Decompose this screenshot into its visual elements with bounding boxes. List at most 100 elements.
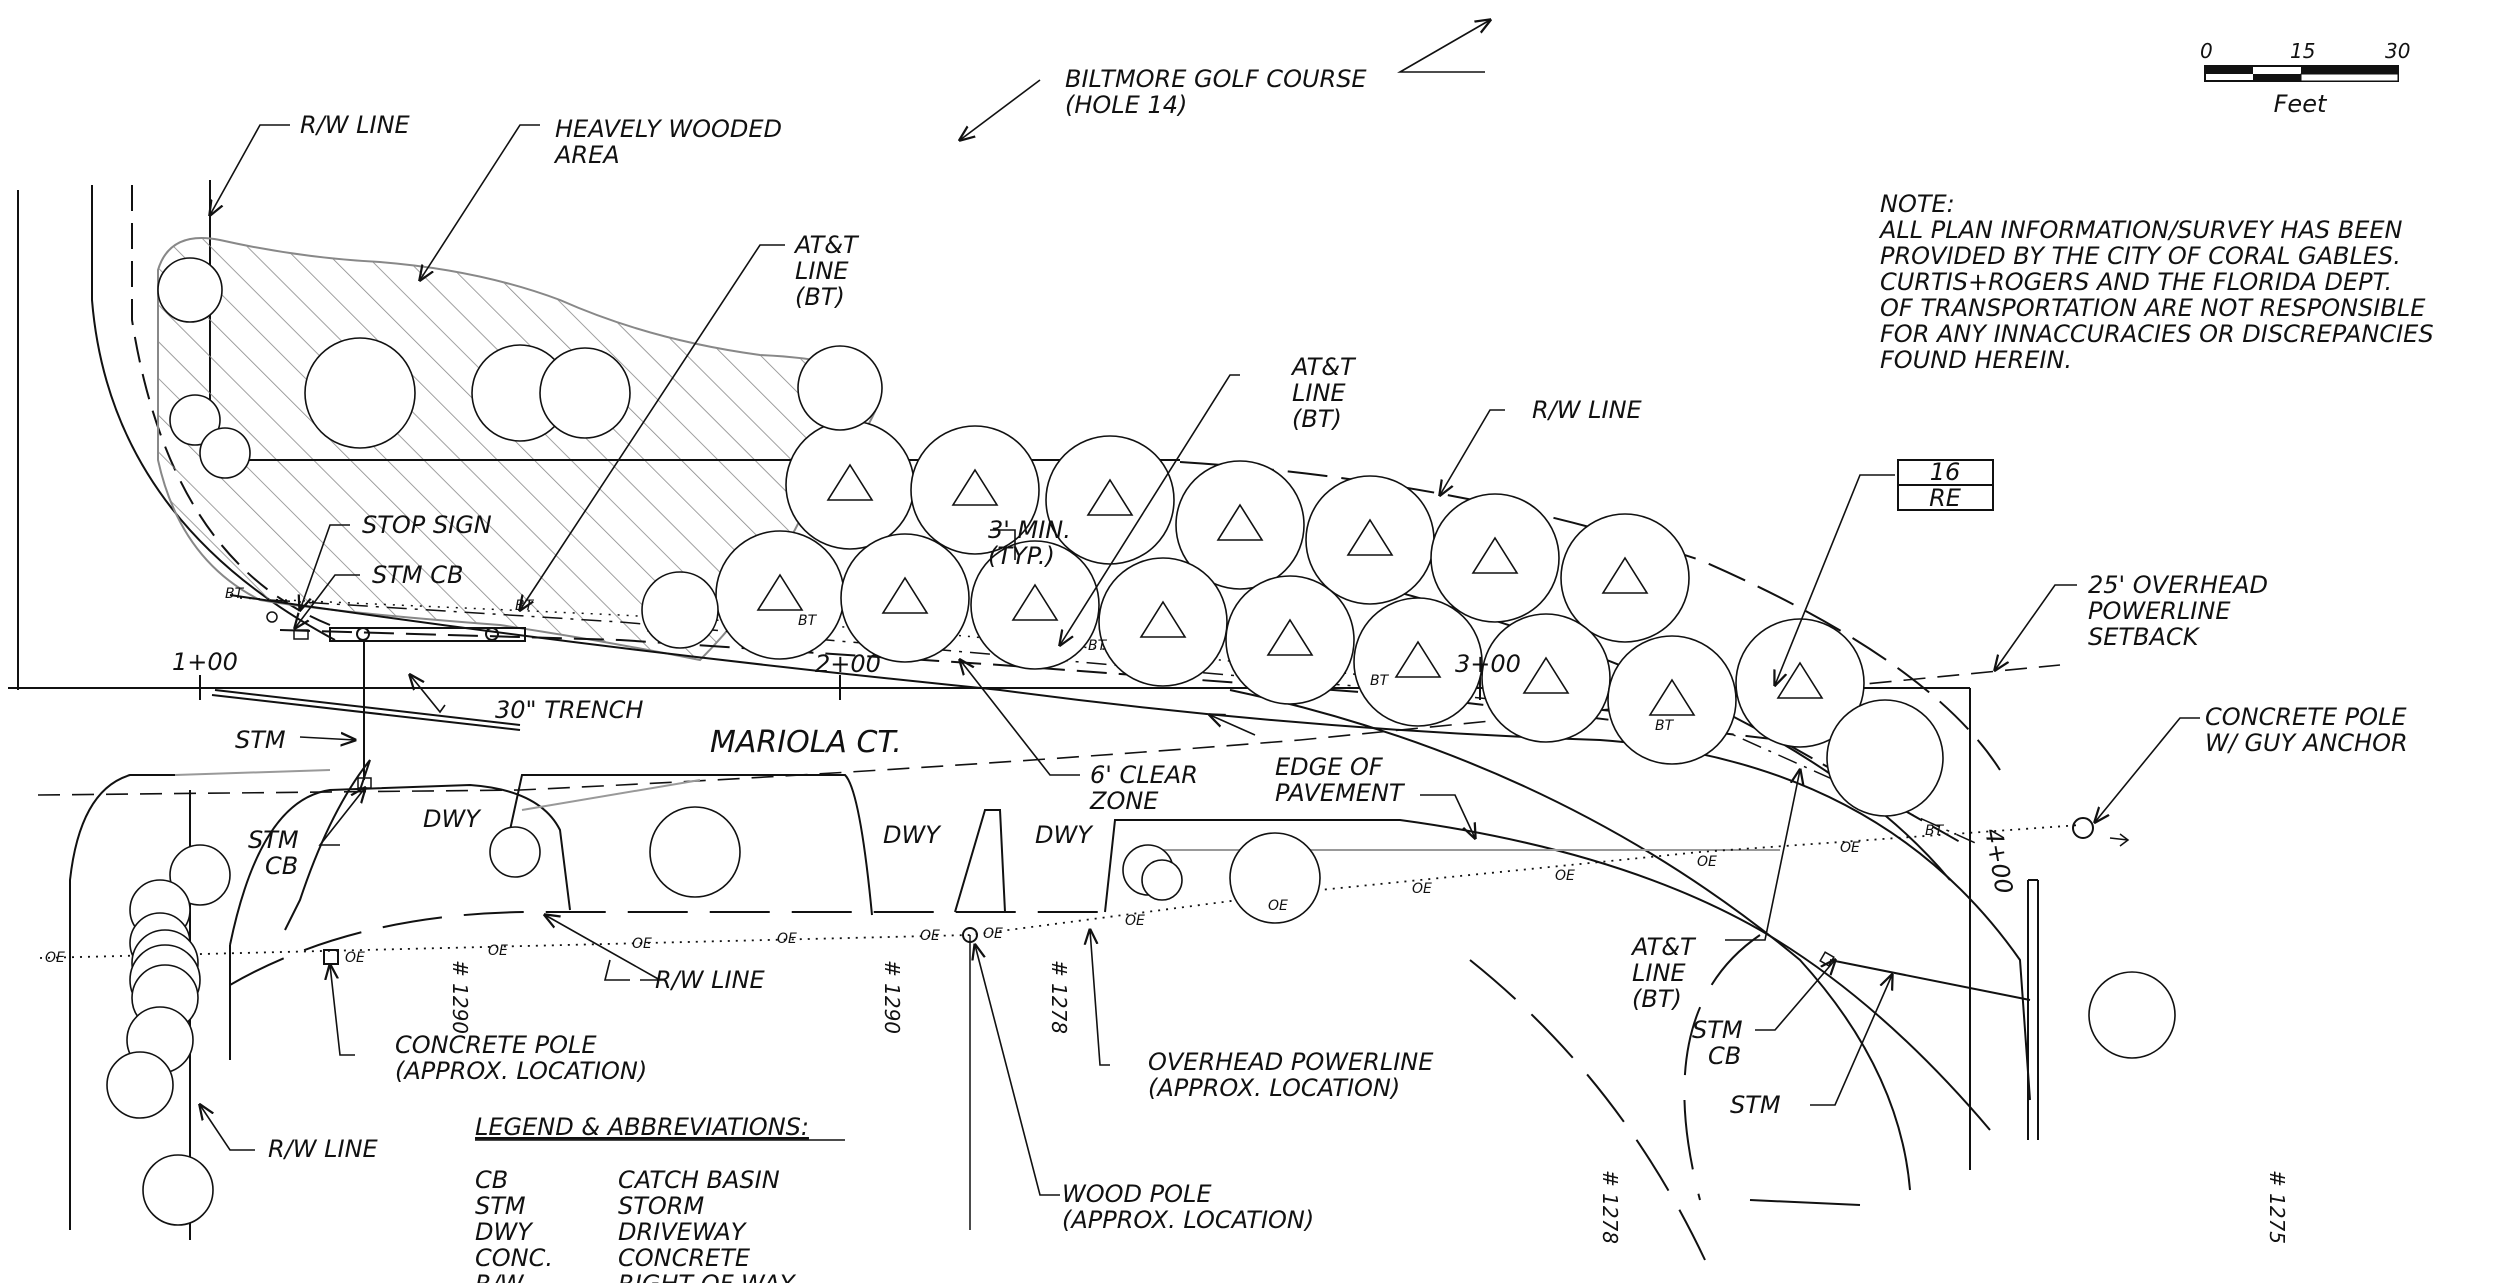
att-line-label-1b: LINE	[795, 257, 849, 285]
house-number-1: # 1290	[448, 960, 472, 1034]
dwy-label-1: DWY	[423, 805, 482, 833]
att-line-label-1a: AT&T	[793, 231, 860, 259]
legend-meaning-3: DRIVEWAY	[618, 1218, 748, 1246]
edge-of-pavement-label-2: PAVEMENT	[1275, 779, 1406, 807]
att-line-label-1c: (BT)	[795, 283, 845, 311]
svg-text:BT: BT	[1925, 823, 1945, 839]
note-line-2: PROVIDED BY THE CITY OF CORAL GABLES.	[1880, 242, 2401, 270]
note-title: NOTE:	[1880, 190, 1955, 218]
svg-text:OE: OE	[1268, 898, 1288, 914]
scale-tick-30: 30	[2385, 39, 2410, 63]
overhead-powerline-label-2: (APPROX. LOCATION)	[1148, 1074, 1400, 1102]
scale-tick-15: 15	[2290, 39, 2315, 63]
rw-line-label-left: R/W LINE	[268, 1135, 379, 1163]
overhead-powerline-label-1: OVERHEAD POWERLINE	[1148, 1048, 1434, 1076]
svg-text:BT: BT	[225, 586, 245, 602]
tag-bottom: RE	[1929, 484, 1962, 512]
scale-unit: Feet	[2274, 90, 2328, 118]
stm-cb-label-left-2: CB	[265, 852, 298, 880]
legend-abbr-1: CB	[475, 1166, 508, 1194]
att-line-label-3b: LINE	[1632, 959, 1686, 987]
stm-cb-label-right-1: STM	[1692, 1016, 1743, 1044]
legend-meaning-2: STORM	[618, 1192, 704, 1220]
concrete-pole-guy-symbol	[2072, 817, 2094, 839]
setback-label-2: POWERLINE	[2088, 597, 2231, 625]
svg-text:OE: OE	[777, 931, 797, 947]
note-line-5: FOR ANY INNACCURACIES OR DISCREPANCIES	[1880, 320, 2434, 348]
scale-tick-0: 0	[2200, 39, 2213, 63]
att-line-label-3c: (BT)	[1632, 985, 1682, 1013]
wood-pole-label-1: WOOD POLE	[1062, 1180, 1212, 1208]
legend-abbr-4: CONC.	[475, 1244, 553, 1272]
att-line-label-2a: AT&T	[1290, 353, 1357, 381]
street-name: MARIOLA CT.	[710, 725, 902, 760]
min-clear-label-1: 3' MIN.	[988, 516, 1071, 544]
note-line-6: FOUND HEREIN.	[1880, 346, 2072, 374]
svg-text:BT: BT	[515, 598, 535, 614]
rw-line-label-top: R/W LINE	[300, 111, 411, 139]
min-clear-label-2: (TYP.)	[988, 542, 1055, 570]
wood-pole-label-2: (APPROX. LOCATION)	[1062, 1206, 1314, 1234]
svg-text:BT: BT	[798, 613, 818, 629]
stm-cb-label-right-2: CB	[1708, 1042, 1741, 1070]
stm-label-left: STM	[235, 726, 286, 754]
note-block: NOTE: ALL PLAN INFORMATION/SURVEY HAS BE…	[1878, 190, 2434, 374]
svg-text:OE: OE	[1125, 913, 1145, 929]
svg-text:BT: BT	[1088, 638, 1108, 654]
svg-text:BT: BT	[1655, 718, 1675, 734]
leader-lines	[200, 20, 2200, 1196]
house-number-4: # 1278	[1598, 1170, 1622, 1244]
house-number-2: # 1290	[880, 960, 904, 1034]
tag-top: 16	[1930, 458, 1961, 486]
legend: LEGEND & ABBREVIATIONS: CB CATCH BASIN S…	[475, 1113, 845, 1283]
legend-abbr-2: STM	[475, 1192, 526, 1220]
svg-text:OE: OE	[1412, 881, 1432, 897]
concrete-pole-approx-label-2: (APPROX. LOCATION)	[395, 1057, 647, 1085]
rw-line-label-right: R/W LINE	[1532, 396, 1643, 424]
legend-meaning-5: RIGHT OF WAY	[618, 1270, 797, 1283]
svg-text:OE: OE	[920, 928, 940, 944]
att-line-label-3a: AT&T	[1630, 933, 1697, 961]
svg-text:OE: OE	[45, 950, 65, 966]
golf-course-label-2: (HOLE 14)	[1065, 91, 1187, 119]
scale-bar: 0 15 30 Feet	[2200, 39, 2410, 118]
station-4: 4+00	[1979, 826, 2018, 896]
setback-label-1: 25' OVERHEAD	[2088, 571, 2268, 599]
svg-text:OE: OE	[488, 943, 508, 959]
stop-sign-label: STOP SIGN	[362, 511, 492, 539]
dwy-label-2: DWY	[883, 821, 942, 849]
linework	[8, 180, 2176, 1261]
concrete-pole-guy-label-2: W/ GUY ANCHOR	[2205, 729, 2408, 757]
legend-meaning-4: CONCRETE	[618, 1244, 751, 1272]
clear-zone-label-2: ZONE	[1089, 787, 1159, 815]
svg-text:OE: OE	[632, 936, 652, 952]
svg-text:BT: BT	[1370, 673, 1390, 689]
station-3: 3+00	[1455, 650, 1521, 678]
rw-line-label-road: R/W LINE	[655, 966, 766, 994]
legend-title: LEGEND & ABBREVIATIONS:	[475, 1113, 809, 1141]
svg-text:OE: OE	[1840, 840, 1860, 856]
concrete-pole-guy-label-1: CONCRETE POLE	[2205, 703, 2407, 731]
wooded-area-label-2: AREA	[553, 141, 620, 169]
clear-zone-label-1: 6' CLEAR	[1090, 761, 1198, 789]
oe-markers: OE OE OE OE OE OE OE OE OE OE OE OE OE	[45, 840, 1860, 966]
dwy-label-3: DWY	[1035, 821, 1094, 849]
stm-cb-label-top: STM CB	[372, 561, 463, 589]
setback-label-3: SETBACK	[2088, 623, 2201, 651]
house-number-5: # 1275	[2265, 1170, 2289, 1244]
att-line-label-2b: LINE	[1292, 379, 1346, 407]
edge-of-pavement-label-1: EDGE OF	[1275, 753, 1384, 781]
golf-course-label-1: BILTMORE GOLF COURSE	[1065, 65, 1367, 93]
svg-text:OE: OE	[1555, 868, 1575, 884]
loose-trees	[106, 257, 2176, 1226]
legend-abbr-3: DWY	[475, 1218, 534, 1246]
legend-abbr-5: R/W	[475, 1270, 525, 1283]
wooded-area-label-1: HEAVELY WOODED	[555, 115, 782, 143]
note-line-4: OF TRANSPORTATION ARE NOT RESPONSIBLE	[1880, 294, 2426, 322]
station-1: 1+00	[172, 648, 238, 676]
station-2: 2+00	[815, 650, 881, 678]
house-number-3: # 1278	[1047, 960, 1071, 1034]
note-line-1: ALL PLAN INFORMATION/SURVEY HAS BEEN	[1878, 216, 2403, 244]
att-line-label-2c: (BT)	[1292, 405, 1342, 433]
